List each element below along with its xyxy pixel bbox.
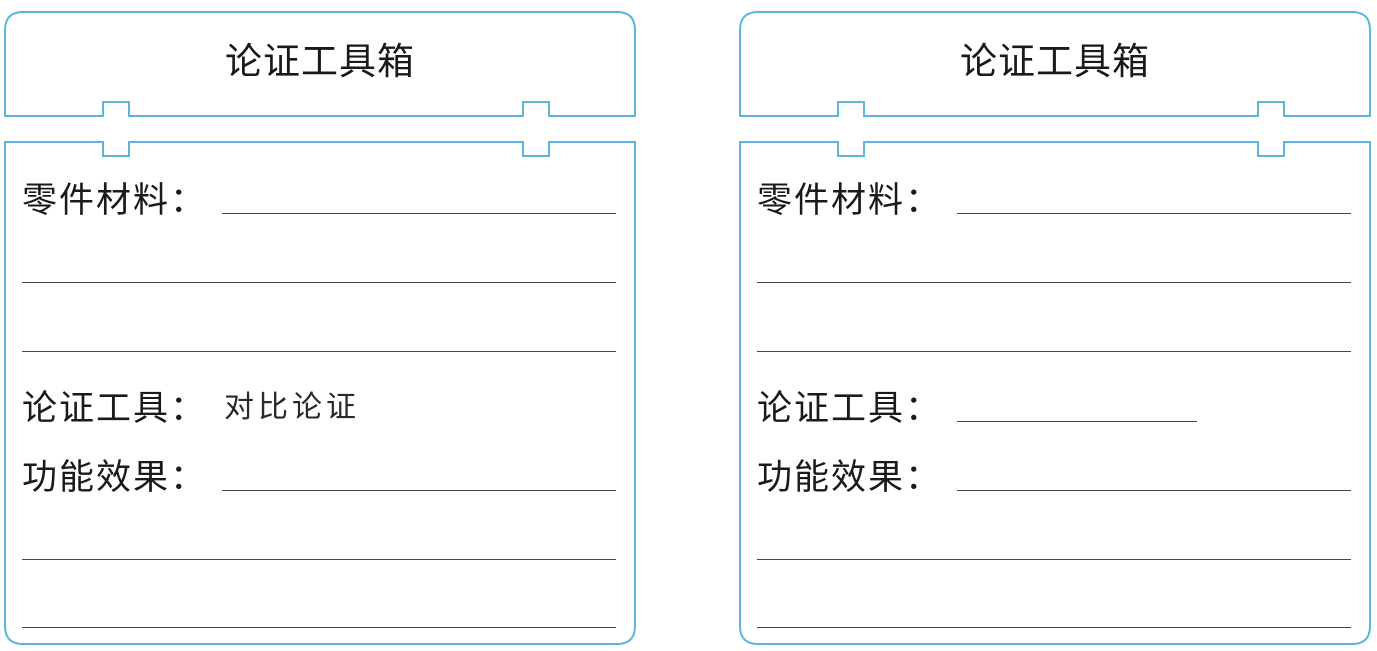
toolbox-frame — [4, 11, 636, 645]
toolbox-frame — [739, 11, 1371, 645]
effect-label: 功能效果： — [757, 458, 943, 498]
tool-label: 论证工具： — [757, 389, 943, 429]
tool-answer-line[interactable] — [957, 421, 1197, 422]
materials-answer-line-2[interactable] — [22, 282, 616, 283]
toolbox-title: 论证工具箱 — [960, 40, 1150, 83]
materials-label: 零件材料： — [22, 181, 208, 221]
effect-answer-line-1[interactable] — [957, 490, 1351, 491]
toolbox-card-left: 论证工具箱 零件材料： 论证工具： 对比论证 功能效果： — [0, 0, 640, 651]
toolbox-card-right: 论证工具箱 零件材料： 论证工具： 功能效果： — [735, 0, 1375, 651]
materials-answer-line-3[interactable] — [757, 351, 1351, 352]
materials-answer-line-2[interactable] — [757, 282, 1351, 283]
tool-handwritten-answer: 对比论证 — [224, 390, 360, 425]
effect-label: 功能效果： — [22, 458, 208, 498]
effect-answer-line-2[interactable] — [22, 559, 616, 560]
materials-answer-line-1[interactable] — [222, 213, 616, 214]
effect-answer-line-3[interactable] — [757, 627, 1351, 628]
toolbox-title: 论证工具箱 — [225, 40, 415, 83]
materials-label: 零件材料： — [757, 181, 943, 221]
materials-answer-line-3[interactable] — [22, 351, 616, 352]
effect-answer-line-3[interactable] — [22, 627, 616, 628]
tool-label: 论证工具： — [22, 389, 208, 429]
effect-answer-line-1[interactable] — [222, 490, 616, 491]
materials-answer-line-1[interactable] — [957, 213, 1351, 214]
effect-answer-line-2[interactable] — [757, 559, 1351, 560]
